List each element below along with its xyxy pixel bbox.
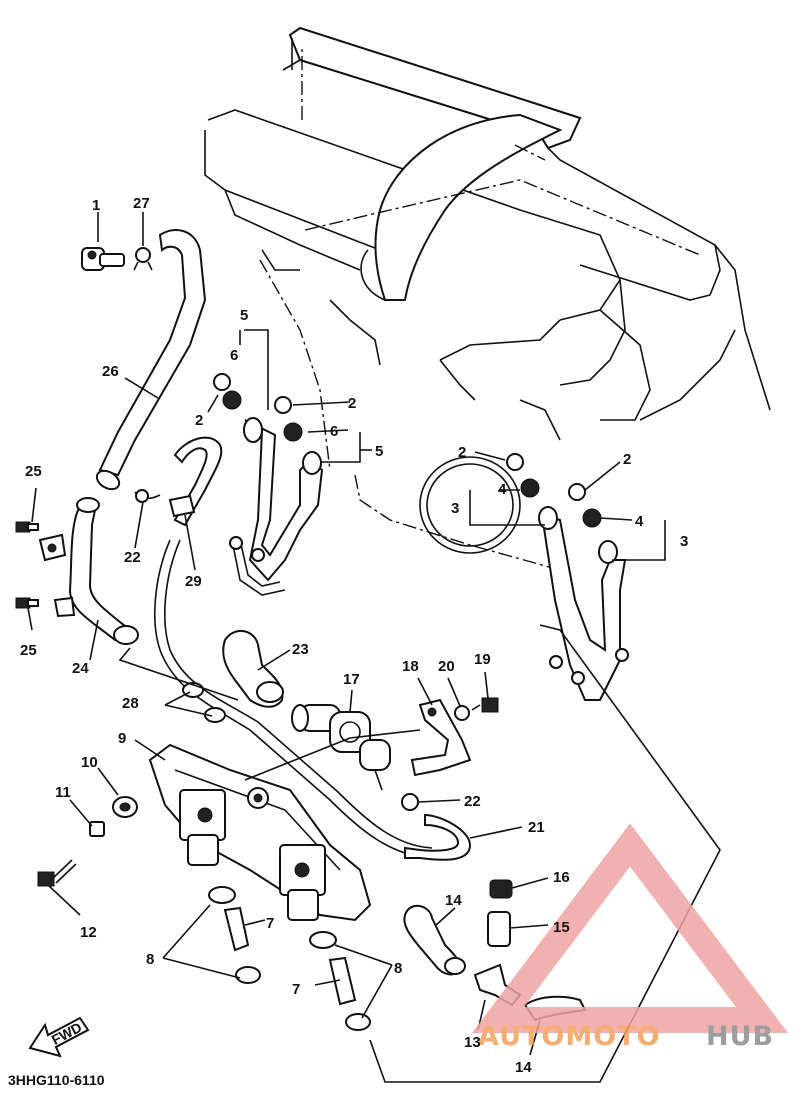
- callout-18: 18: [402, 658, 419, 675]
- fwd-label: FWD: [49, 1019, 85, 1048]
- callout-1: 1: [92, 197, 100, 214]
- watermark-hub: HUB: [706, 1021, 774, 1052]
- callout-20: 20: [438, 658, 455, 675]
- pipe-assembly-5: [213, 373, 324, 596]
- callout-26: 26: [102, 363, 119, 380]
- callout-2-a: 2: [195, 412, 203, 429]
- callout-19: 19: [474, 651, 491, 668]
- callout-21: 21: [528, 819, 545, 836]
- callout-7-right: 7: [292, 981, 300, 998]
- callout-8-left: 8: [146, 951, 154, 968]
- screw-25-upper: [15, 521, 39, 533]
- callout-2-c: 2: [458, 444, 466, 461]
- callout-6-upper: 6: [230, 347, 238, 364]
- leader-lines: [27, 212, 721, 1083]
- callout-29: 29: [185, 573, 202, 590]
- callout-17: 17: [343, 671, 360, 688]
- callout-22-upper: 22: [124, 549, 141, 566]
- valve-17: [291, 704, 391, 791]
- pipe-assembly-3: [506, 453, 629, 701]
- callout-3-a: 3: [451, 500, 459, 517]
- callout-12: 12: [80, 924, 97, 941]
- callout-14-lower: 14: [515, 1059, 532, 1076]
- callout-8-right: 8: [394, 960, 402, 977]
- callout-28: 28: [122, 695, 139, 712]
- clip-27: [133, 247, 153, 271]
- callout-22-lower: 22: [464, 793, 481, 810]
- center-parts: [222, 630, 499, 861]
- callout-3-b: 3: [680, 533, 688, 550]
- callout-11: 11: [55, 784, 71, 801]
- drawing-code: 3HHG110-6110: [8, 1072, 105, 1088]
- automotohub-watermark: AUTOMOTO HUB: [471, 823, 789, 1052]
- callout-5-upper: 5: [240, 307, 248, 324]
- callout-25-upper: 25: [25, 463, 42, 480]
- callout-7-left: 7: [266, 915, 274, 932]
- forward-arrow: FWD: [28, 1016, 90, 1058]
- callout-10: 10: [81, 754, 98, 771]
- callout-23: 23: [292, 641, 309, 658]
- callout-24: 24: [72, 660, 89, 677]
- callout-4-a: 4: [498, 481, 507, 498]
- callout-25-lower: 25: [20, 642, 37, 659]
- engine-body-outline: [204, 26, 771, 571]
- left-hose-group: [15, 229, 207, 645]
- watermark-auto-moto: AUTOMOTO: [478, 1021, 661, 1052]
- callout-2-b: 2: [348, 395, 356, 412]
- callout-2-d: 2: [623, 451, 631, 468]
- callout-14-upper: 14: [445, 892, 462, 909]
- fitting-1: [81, 247, 125, 271]
- callout-5-lower: 5: [375, 443, 383, 460]
- callout-labels: 1 27 26 25 25 24 22 29 5 6 2 2 6 5 2 2 4…: [20, 195, 688, 1076]
- callout-16: 16: [553, 869, 570, 886]
- callout-27: 27: [133, 195, 150, 212]
- callout-13: 13: [464, 1034, 481, 1051]
- callout-6-lower: 6: [330, 423, 338, 440]
- lower-hoses: [208, 886, 371, 1031]
- screw-25-lower: [15, 597, 39, 609]
- middle-left-hoses: [134, 436, 433, 859]
- callout-15: 15: [553, 919, 570, 936]
- callout-9: 9: [118, 730, 126, 747]
- manifold-9: [37, 743, 372, 922]
- callout-4-b: 4: [635, 513, 644, 530]
